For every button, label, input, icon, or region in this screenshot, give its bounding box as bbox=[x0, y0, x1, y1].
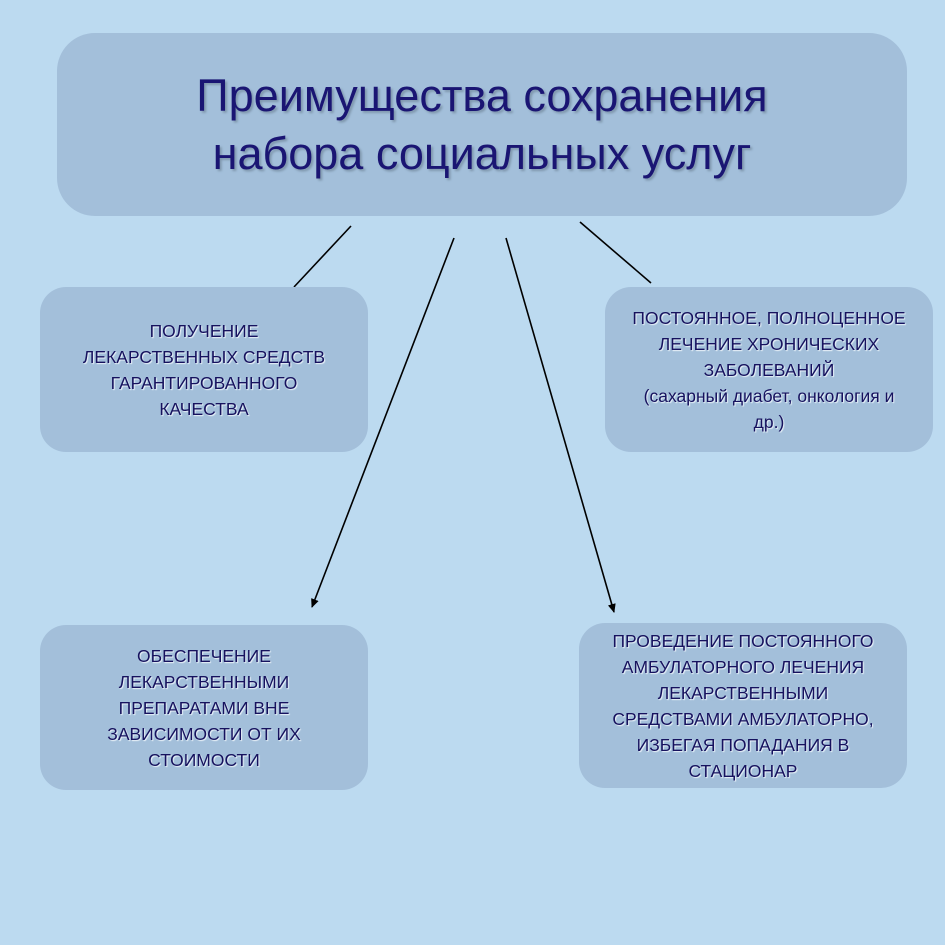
benefit-line: ЛЕКАРСТВЕННЫМИ bbox=[657, 682, 829, 703]
benefit-line: КАЧЕСТВА bbox=[159, 398, 249, 419]
benefit-text: ПОСТОЯННОЕ, ПОЛНОЦЕННОЕ ЛЕЧЕНИЕ ХРОНИЧЕС… bbox=[618, 305, 919, 435]
benefit-line: ГАРАНТИРОВАННОГО bbox=[110, 372, 298, 393]
benefit-line: ПРОВЕДЕНИЕ ПОСТОЯННОГО bbox=[612, 630, 874, 651]
benefit-line: ОБЕСПЕЧЕНИЕ bbox=[137, 645, 271, 666]
benefit-line: др.) bbox=[753, 411, 785, 432]
benefit-line: ПОСТОЯННОЕ, ПОЛНОЦЕННОЕ bbox=[632, 307, 906, 328]
connector-to-top-left-box bbox=[293, 225, 352, 288]
benefit-text: ПРОВЕДЕНИЕ ПОСТОЯННОГО АМБУЛАТОРНОГО ЛЕЧ… bbox=[598, 628, 887, 784]
benefit-box-quality-medicines: ПОЛУЧЕНИЕ ЛЕКАРСТВЕННЫХ СРЕДСТВ ГАРАНТИР… bbox=[40, 287, 368, 452]
title-line: Преимущества сохранения bbox=[196, 69, 768, 121]
benefit-line: СТАЦИОНАР bbox=[688, 760, 798, 781]
benefit-line: ПРЕПАРАТАМИ ВНЕ bbox=[118, 697, 290, 718]
diagram-title-box: Преимущества сохранения набора социальны… bbox=[57, 33, 907, 216]
benefit-line: СРЕДСТВАМИ АМБУЛАТОРНО, bbox=[612, 708, 874, 729]
arrow-to-bottom-right-box bbox=[505, 237, 616, 613]
connector-to-top-right-box bbox=[579, 221, 652, 284]
benefit-box-chronic-treatment: ПОСТОЯННОЕ, ПОЛНОЦЕННОЕ ЛЕЧЕНИЕ ХРОНИЧЕС… bbox=[605, 287, 933, 452]
benefit-line: ЛЕКАРСТВЕННЫМИ bbox=[118, 671, 290, 692]
benefit-line: ЛЕКАРСТВЕННЫХ СРЕДСТВ bbox=[82, 346, 326, 367]
benefit-line: ПОЛУЧЕНИЕ bbox=[149, 320, 259, 341]
benefit-line: ЗАБОЛЕВАНИЙ bbox=[703, 359, 835, 380]
benefit-box-free-medicines: ОБЕСПЕЧЕНИЕ ЛЕКАРСТВЕННЫМИ ПРЕПАРАТАМИ В… bbox=[40, 625, 368, 790]
benefit-box-outpatient-treatment: ПРОВЕДЕНИЕ ПОСТОЯННОГО АМБУЛАТОРНОГО ЛЕЧ… bbox=[579, 623, 907, 788]
title-line: набора социальных услуг bbox=[212, 127, 752, 179]
benefit-line: СТОИМОСТИ bbox=[148, 749, 260, 770]
benefit-text: ПОЛУЧЕНИЕ ЛЕКАРСТВЕННЫХ СРЕДСТВ ГАРАНТИР… bbox=[69, 318, 339, 422]
benefit-line: ИЗБЕГАЯ ПОПАДАНИЯ В bbox=[636, 734, 850, 755]
benefit-line: ЗАВИСИМОСТИ ОТ ИХ bbox=[107, 723, 301, 744]
benefit-line: (сахарный диабет, онкология и bbox=[643, 385, 895, 406]
benefit-line: АМБУЛАТОРНОГО ЛЕЧЕНИЯ bbox=[621, 656, 865, 677]
benefit-text: ОБЕСПЕЧЕНИЕ ЛЕКАРСТВЕННЫМИ ПРЕПАРАТАМИ В… bbox=[93, 643, 315, 773]
benefit-line: ЛЕЧЕНИЕ ХРОНИЧЕСКИХ bbox=[658, 333, 880, 354]
diagram-title: Преимущества сохранения набора социальны… bbox=[156, 67, 807, 183]
arrow-to-bottom-left-box bbox=[311, 237, 455, 608]
